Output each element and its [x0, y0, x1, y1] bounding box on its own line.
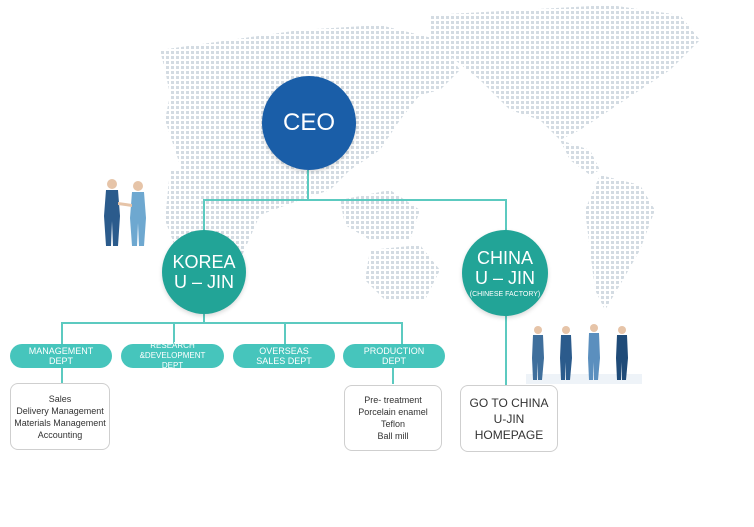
production-item: Porcelain enamel: [358, 407, 428, 417]
dept-research-line1: RESEARCH &DEVELOPMENT: [139, 341, 206, 360]
management-item: Materials Management: [14, 417, 106, 428]
ceo-node: CEO: [262, 76, 356, 170]
production-items-box: Pre- treatment Porcelain enamel Teflon B…: [344, 385, 442, 451]
handshake-people-icon: [104, 179, 146, 246]
business-people-icon: [526, 324, 642, 384]
dept-management-line1: MANAGEMENT: [28, 346, 94, 356]
china-link-line1: GO TO CHINA: [469, 395, 549, 410]
connector-korea-down: [203, 314, 205, 324]
connector-production-box: [392, 368, 394, 384]
production-item: Ball mill: [377, 431, 409, 441]
management-items-box: Sales Delivery Management Materials Mana…: [10, 383, 110, 450]
china-ujin-node: CHINA U – JIN (CHINESE FACTORY): [462, 230, 548, 316]
connector-dept1: [61, 322, 63, 344]
connector-dept-horizontal: [61, 322, 403, 324]
ceo-label: CEO: [282, 109, 335, 136]
connector-china-down: [505, 316, 507, 386]
dept-overseas-sales: OVERSEAS SALES DEPT: [233, 344, 335, 368]
connector-dept3: [284, 322, 286, 344]
dept-production-line1: PRODUCTION: [363, 346, 425, 356]
connector-ceo-down: [307, 170, 309, 200]
korea-ujin-node: KOREA U – JIN: [162, 230, 246, 314]
management-item: Sales: [48, 393, 72, 404]
production-item: Pre- treatment: [364, 395, 422, 405]
connector-top-horizontal: [204, 199, 506, 201]
dept-management-line2: DEPT: [48, 356, 73, 366]
china-label: CHINA: [476, 247, 533, 268]
management-item: Accounting: [37, 429, 83, 440]
korea-sublabel: U – JIN: [173, 272, 234, 292]
china-sublabel: U – JIN: [474, 267, 535, 288]
china-factory-label: (CHINESE FACTORY): [469, 290, 541, 298]
connector-dept4: [401, 322, 403, 344]
dept-research-line2: DEPT: [161, 361, 184, 370]
dept-overseas-line1: OVERSEAS: [259, 346, 309, 356]
connector-management-box: [61, 368, 63, 384]
dept-overseas-line2: SALES DEPT: [256, 356, 312, 366]
dept-research-development: RESEARCH &DEVELOPMENT DEPT: [121, 341, 224, 370]
dept-production: PRODUCTION DEPT: [343, 344, 445, 368]
connector-korea-up: [203, 199, 205, 231]
dept-production-line2: DEPT: [381, 356, 406, 366]
dept-management: MANAGEMENT DEPT: [10, 344, 112, 368]
china-link-line2: U-JIN HOMEPAGE: [474, 411, 544, 442]
connector-china-up: [505, 199, 507, 231]
korea-label: KOREA: [172, 252, 236, 272]
go-to-china-homepage-button[interactable]: GO TO CHINA U-JIN HOMEPAGE: [460, 385, 558, 452]
connector-dept2: [173, 322, 175, 344]
management-item: Delivery Management: [16, 405, 104, 416]
production-item: Teflon: [380, 419, 406, 429]
